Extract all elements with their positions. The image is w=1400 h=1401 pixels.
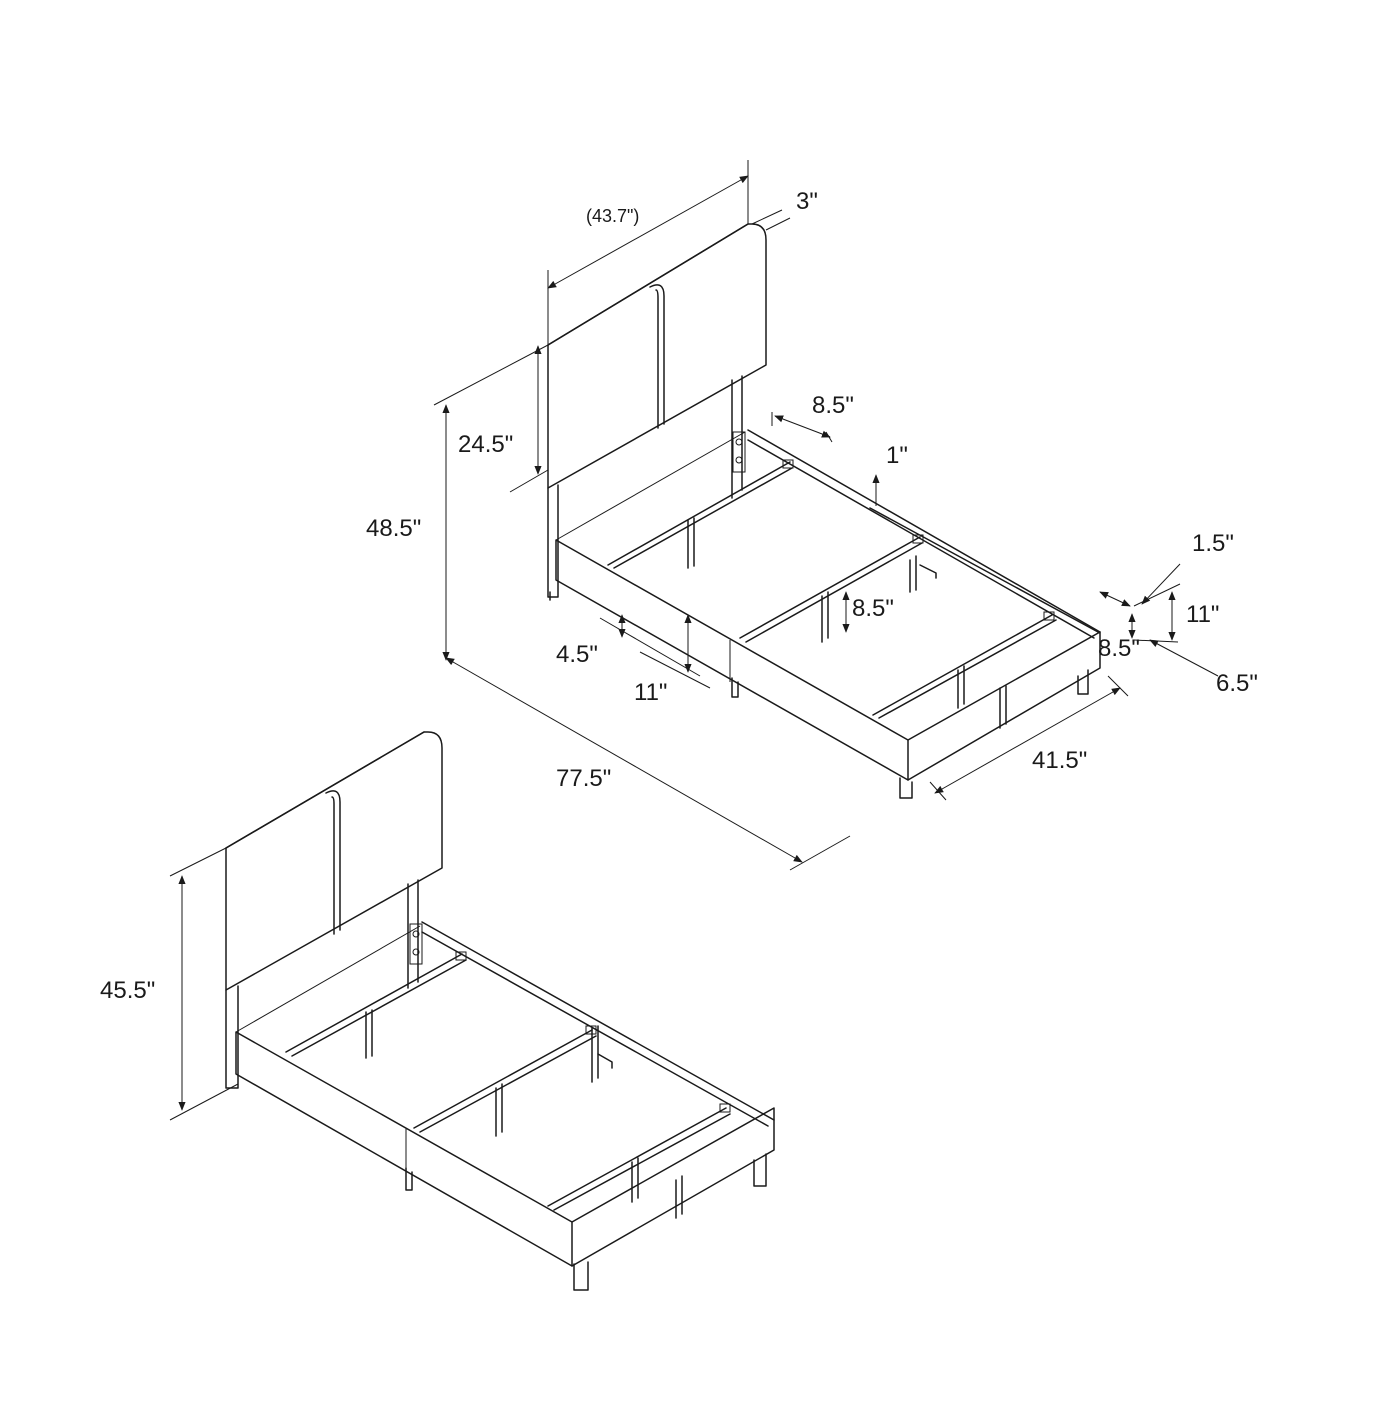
bottom-slat-1 [285, 953, 467, 1057]
bottom-left-rail [235, 1031, 573, 1267]
label-total-height: 48.5" [366, 515, 421, 542]
label-corner-inset: 8.5" [1098, 635, 1140, 662]
top-slat-3 [872, 614, 1057, 719]
top-bed-dimensions [433, 160, 1219, 871]
bottom-slat-2 [413, 1029, 597, 1133]
label-total-length: 77.5" [556, 765, 611, 792]
top-left-rail [555, 539, 909, 781]
label-leg-height: 8.5" [852, 595, 894, 622]
label-alt-total-height: 45.5" [100, 977, 155, 1004]
label-headboard-width: (43.7") [586, 206, 639, 226]
label-frame-height: 11" [1186, 601, 1219, 628]
label-frame-width: 41.5" [1032, 747, 1087, 774]
bottom-bed-drawing [225, 731, 775, 1291]
bottom-foot-rail [571, 1107, 775, 1267]
top-right-rail [747, 429, 1101, 639]
label-headboard-depth: 3" [796, 188, 818, 215]
label-slat-thickness: 1" [886, 442, 908, 469]
label-rail-thickness: 1.5" [1192, 530, 1234, 557]
top-slat-2 [739, 536, 923, 643]
top-slat-1 [607, 461, 793, 569]
bottom-slat-3 [547, 1107, 731, 1211]
label-headboard-panel-height: 24.5" [458, 431, 513, 458]
label-under-clearance: 4.5" [556, 641, 598, 668]
label-rail-inset: 8.5" [812, 392, 854, 419]
label-leg-offset: 6.5" [1216, 670, 1258, 697]
bottom-bed-dimensions: 45.5" [100, 847, 239, 1121]
top-bed-drawing [547, 223, 1101, 799]
top-leg-front [899, 777, 913, 799]
label-side-frame-height: 11" [634, 679, 667, 706]
top-bed-labels: (43.7") 3" 24.5" 48.5" 8.5" 1" 8.5" 1.5"… [366, 188, 1258, 792]
